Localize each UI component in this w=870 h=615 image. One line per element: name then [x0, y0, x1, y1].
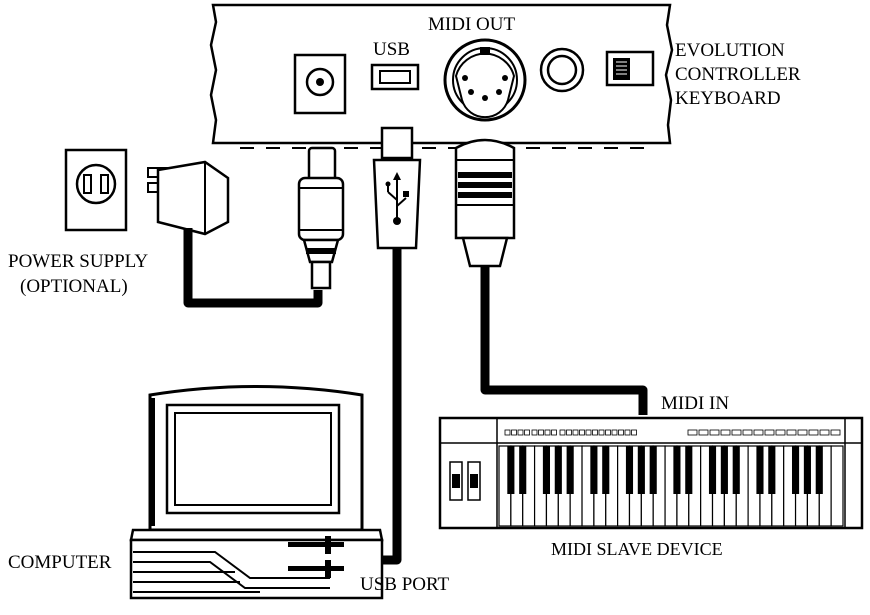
keyboard-label-line3: KEYBOARD: [675, 88, 781, 109]
panel-button: [611, 429, 618, 436]
panel-button: [504, 429, 511, 436]
black-key: [507, 446, 515, 494]
panel-button: [742, 429, 753, 436]
panel-button: [753, 429, 764, 436]
usb-socket: [370, 63, 420, 91]
midi-out-label: MIDI OUT: [428, 14, 515, 35]
panel-button: [797, 429, 808, 436]
panel-button: [687, 429, 698, 436]
panel-button: [572, 429, 579, 436]
power-switch: [605, 50, 655, 87]
black-key: [803, 446, 811, 494]
power-supply-label-line2: (OPTIONAL): [20, 276, 128, 297]
panel-button: [585, 429, 592, 436]
black-key: [602, 446, 610, 494]
midi-in-label: MIDI IN: [661, 393, 729, 414]
panel-button: [731, 429, 742, 436]
black-key: [791, 446, 800, 494]
panel-button: [631, 429, 637, 436]
panel-button: [624, 429, 631, 436]
black-key: [768, 446, 776, 494]
panel-button: [551, 429, 557, 436]
panel-button: [517, 429, 524, 436]
black-key: [590, 446, 598, 494]
usb-trident-icon: [385, 172, 409, 225]
black-key: [649, 446, 657, 494]
keyboard-label-line2: CONTROLLER: [675, 64, 801, 85]
midi-plug: [454, 138, 516, 268]
white-key: [830, 445, 844, 527]
panel-button: [598, 429, 605, 436]
black-key: [519, 446, 527, 494]
panel-button: [698, 429, 709, 436]
panel-button: [531, 429, 538, 436]
midi-slave-keyboard: [438, 416, 864, 530]
black-key: [732, 446, 740, 494]
panel-button: [524, 429, 530, 436]
panel-button: [566, 429, 572, 436]
black-key: [720, 446, 728, 494]
panel-button: [559, 429, 566, 436]
panel-button: [830, 429, 841, 436]
black-key: [542, 446, 551, 494]
panel-button: [579, 429, 585, 436]
panel-button: [720, 429, 731, 436]
dc-power-jack: [293, 53, 347, 115]
panel-button: [786, 429, 797, 436]
black-key: [625, 446, 634, 494]
black-key: [756, 446, 764, 494]
midi-out-socket: [443, 38, 527, 122]
panel-button: [544, 429, 551, 436]
panel-button: [605, 429, 611, 436]
black-key: [673, 446, 681, 494]
panel-buttons: [504, 429, 841, 436]
computer: [129, 385, 384, 600]
panel-button: [618, 429, 624, 436]
dc-plug: [297, 146, 345, 290]
black-key: [637, 446, 645, 494]
midi-slave-device-label: MIDI SLAVE DEVICE: [551, 539, 723, 559]
panel-button: [592, 429, 598, 436]
power-cable: [183, 228, 323, 308]
power-supply-label-line1: POWER SUPPLY: [8, 251, 148, 272]
black-key: [554, 446, 562, 494]
wall-outlet: [64, 148, 128, 232]
midi-cable: [480, 266, 648, 415]
black-keys: [507, 446, 823, 494]
black-key: [566, 446, 574, 494]
panel-button: [775, 429, 786, 436]
power-adapter: [147, 160, 230, 236]
panel-button: [764, 429, 775, 436]
panel-button: [709, 429, 720, 436]
panel-button: [808, 429, 819, 436]
usb-port-label: USB PORT: [360, 574, 450, 595]
panel-button: [511, 429, 517, 436]
panel-button: [538, 429, 544, 436]
black-key: [685, 446, 693, 494]
panel-button: [819, 429, 830, 436]
computer-label: COMPUTER: [8, 552, 112, 573]
white-keys: [498, 445, 844, 527]
black-key: [815, 446, 823, 494]
black-key: [708, 446, 717, 494]
pedal-jack: [539, 47, 585, 93]
keyboard-label-line1: EVOLUTION: [675, 40, 785, 61]
usb-label: USB: [373, 39, 410, 60]
